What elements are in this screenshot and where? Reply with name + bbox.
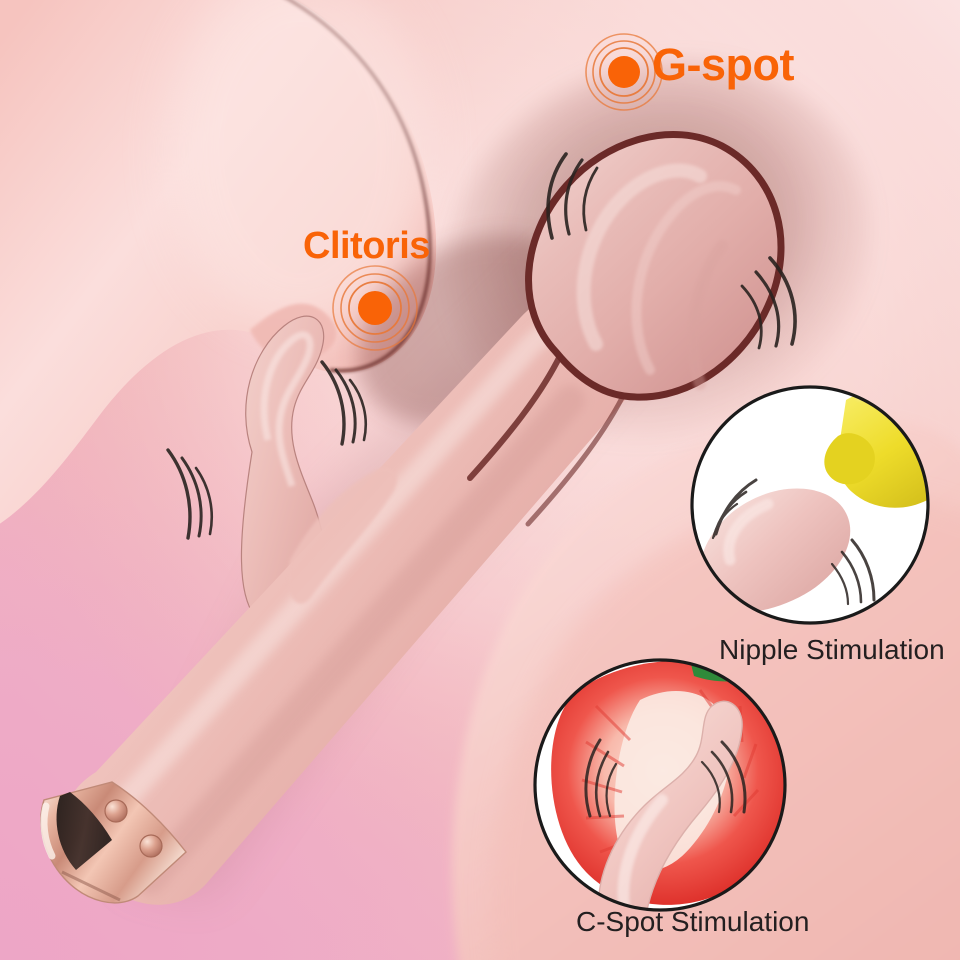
base-specular: [40, 802, 56, 860]
base-seam: [61, 870, 121, 902]
base-stud-upper[interactable]: [104, 799, 128, 823]
strawberry-striations: [581, 689, 760, 854]
vibration-mark-head-left: [546, 152, 599, 240]
head-highlight-a: [576, 163, 707, 351]
inset-nipple-border: [690, 385, 930, 625]
head-neck-outline-left: [467, 353, 563, 481]
vibration-mark-head-right: [740, 256, 797, 350]
nipple-stimulation-caption: Nipple Stimulation: [719, 634, 945, 665]
clitoris-marker[interactable]: [332, 265, 418, 351]
cspot-toy-highlight: [617, 794, 668, 910]
callout-markers: [332, 33, 663, 351]
clitoris-label: Clitoris: [303, 225, 430, 267]
shaft-shade: [135, 385, 585, 895]
toy-tip-highlight: [723, 498, 774, 566]
base-dark-inlay: [56, 792, 112, 870]
anatomy-highlight: [170, 0, 430, 330]
base-stud-lower[interactable]: [139, 834, 163, 858]
cspot-stimulation-caption: C-Spot Stimulation: [576, 906, 810, 937]
lemon-shape: [837, 387, 928, 508]
head-neck-outline-right: [525, 395, 625, 527]
device-base: [40, 781, 187, 904]
gspot-label: G-spot: [652, 39, 794, 90]
vibration-marks: [166, 152, 797, 540]
inset-nipple-stimulation: [690, 385, 930, 625]
inset-nipple-vibration: [711, 478, 876, 606]
arm-shaft-junction: [288, 467, 397, 604]
vibration-mark-clitoris: [320, 360, 368, 446]
rabbit-vibrator: [40, 131, 785, 905]
gspot-marker[interactable]: [585, 33, 663, 111]
inset-cspot-vibration: [584, 738, 747, 818]
head-highlight-b: [631, 181, 741, 375]
clitoral-arm-highlight: [260, 331, 314, 488]
lemon-nipple: [824, 433, 875, 485]
inset-cspot-stimulation: [533, 658, 787, 912]
vibration-mark-arm-left: [166, 448, 214, 540]
inset-cspot-border: [533, 658, 787, 912]
head-shade: [687, 240, 728, 390]
cspot-toy-shape: [597, 700, 743, 910]
